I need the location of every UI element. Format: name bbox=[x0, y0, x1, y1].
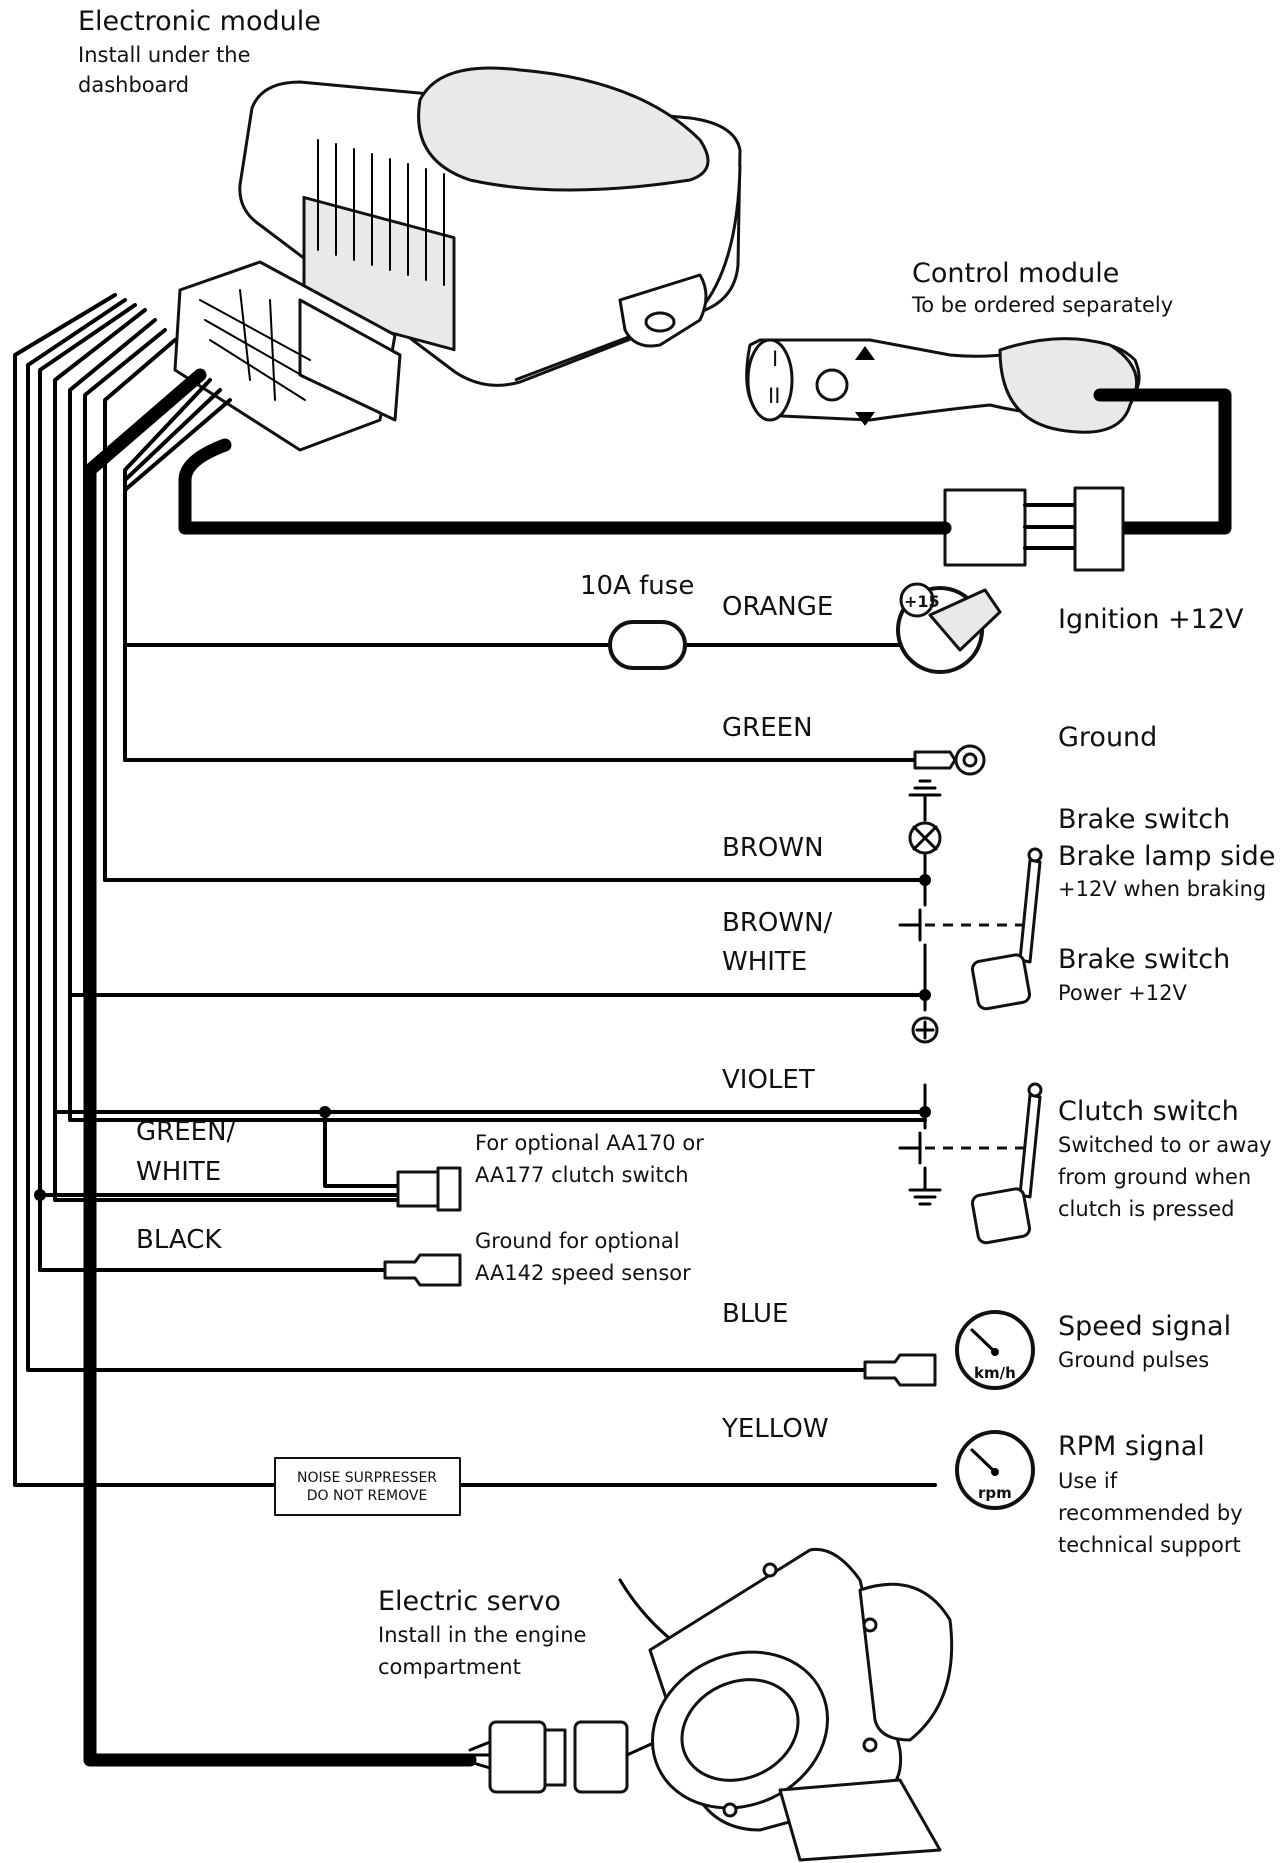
ground-symbol-icon bbox=[908, 779, 942, 797]
brake-pedal-icon bbox=[970, 847, 1043, 1011]
brake-lamp-title-2: Brake lamp side bbox=[1058, 841, 1275, 872]
rpm-note-1: Use if bbox=[1058, 1469, 1118, 1493]
cruise-icon bbox=[815, 368, 849, 402]
rpm-gauge-icon: rpm bbox=[955, 1430, 1035, 1510]
lever-label-ii: II bbox=[768, 384, 780, 408]
noise-suppresser-line-2: DO NOT REMOVE bbox=[307, 1488, 428, 1504]
brake-power-title: Brake switch bbox=[1058, 944, 1230, 975]
wire-orange-label: ORANGE bbox=[722, 592, 833, 622]
ground-title: Ground bbox=[1058, 722, 1157, 753]
electronic-module-note-2: dashboard bbox=[78, 73, 189, 97]
ring-terminal-icon bbox=[913, 744, 986, 776]
ignition-switch-icon: +15 bbox=[896, 582, 1002, 674]
servo-note-2: compartment bbox=[378, 1655, 521, 1679]
wire-violet-label: VIOLET bbox=[722, 1065, 815, 1095]
minus-arrow-icon bbox=[855, 412, 875, 426]
wire-yellow-label: YELLOW bbox=[721, 1414, 829, 1444]
wire-black-label: BLACK bbox=[136, 1225, 222, 1255]
wire-blue-label: BLUE bbox=[722, 1299, 789, 1329]
electronic-module-note-1: Install under the bbox=[78, 43, 251, 67]
speed-gauge-label: km/h bbox=[974, 1364, 1016, 1382]
noise-suppresser-box: NOISE SURPRESSER DO NOT REMOVE bbox=[274, 1457, 461, 1516]
clutch-ground-symbol-icon bbox=[908, 1188, 942, 1206]
servo-note-1: Install in the engine bbox=[378, 1623, 586, 1647]
fuse bbox=[608, 620, 687, 670]
rpm-title: RPM signal bbox=[1058, 1431, 1205, 1462]
module-wire-connector bbox=[173, 260, 402, 452]
lever-label-i: I bbox=[772, 347, 778, 371]
clutch-switch-contact bbox=[898, 1131, 1025, 1165]
ignition-badge: +15 bbox=[904, 592, 940, 611]
wire-bundle bbox=[13, 293, 937, 1767]
plus-arrow-icon bbox=[855, 346, 875, 360]
servo-connector bbox=[468, 1720, 662, 1794]
control-module-lever: I II bbox=[745, 337, 1141, 434]
control-connector bbox=[943, 486, 1125, 572]
clutch-option-note-1: For optional AA170 or bbox=[475, 1131, 704, 1155]
wire-green-label: GREEN bbox=[722, 713, 813, 743]
brake-power-note: Power +12V bbox=[1058, 981, 1187, 1005]
electronic-module-title: Electronic module bbox=[78, 6, 321, 37]
clutch-pedal-icon bbox=[970, 1082, 1043, 1245]
control-module-title: Control module bbox=[912, 258, 1119, 289]
fuse-label: 10A fuse bbox=[580, 571, 694, 601]
wire-brown-white-label-1: BROWN/ bbox=[722, 908, 833, 938]
rpm-note-2: recommended by bbox=[1058, 1501, 1243, 1525]
electric-servo bbox=[618, 1547, 954, 1862]
noise-suppresser-line-1: NOISE SURPRESSER bbox=[297, 1470, 437, 1486]
rpm-note-3: technical support bbox=[1058, 1533, 1241, 1557]
plus-terminal-icon bbox=[911, 1016, 939, 1044]
optional-clutch-connector bbox=[396, 1166, 462, 1212]
ground-option-note-2: AA142 speed sensor bbox=[475, 1261, 691, 1285]
speedometer-gauge-icon: km/h bbox=[955, 1310, 1035, 1390]
brake-lamp-icon bbox=[908, 821, 942, 855]
clutch-note-3: clutch is pressed bbox=[1058, 1197, 1234, 1221]
ground-option-note-1: Ground for optional bbox=[475, 1229, 680, 1253]
clutch-note-1: Switched to or away bbox=[1058, 1133, 1272, 1157]
speed-title: Speed signal bbox=[1058, 1311, 1231, 1342]
brake-switch-contact bbox=[898, 908, 1025, 942]
clutch-option-note-2: AA177 clutch switch bbox=[475, 1163, 689, 1187]
optional-speed-sensor-terminal bbox=[383, 1253, 462, 1287]
clutch-title: Clutch switch bbox=[1058, 1096, 1239, 1127]
brake-lamp-note: +12V when braking bbox=[1058, 877, 1266, 901]
wire-brown-white-label-2: WHITE bbox=[722, 947, 807, 977]
ignition-title: Ignition +12V bbox=[1058, 604, 1244, 635]
wire-green-white-label-1: GREEN/ bbox=[136, 1117, 236, 1147]
wire-green-white-label-2: WHITE bbox=[136, 1157, 221, 1187]
brake-lamp-title-1: Brake switch bbox=[1058, 804, 1230, 835]
speed-note: Ground pulses bbox=[1058, 1348, 1209, 1372]
clutch-note-2: from ground when bbox=[1058, 1165, 1251, 1189]
servo-title: Electric servo bbox=[378, 1586, 561, 1617]
control-module-note: To be ordered separately bbox=[911, 293, 1173, 317]
wire-brown-label: BROWN bbox=[722, 833, 824, 863]
electronic-module bbox=[173, 66, 742, 452]
rpm-gauge-label: rpm bbox=[978, 1484, 1012, 1502]
speed-terminal bbox=[863, 1353, 937, 1387]
